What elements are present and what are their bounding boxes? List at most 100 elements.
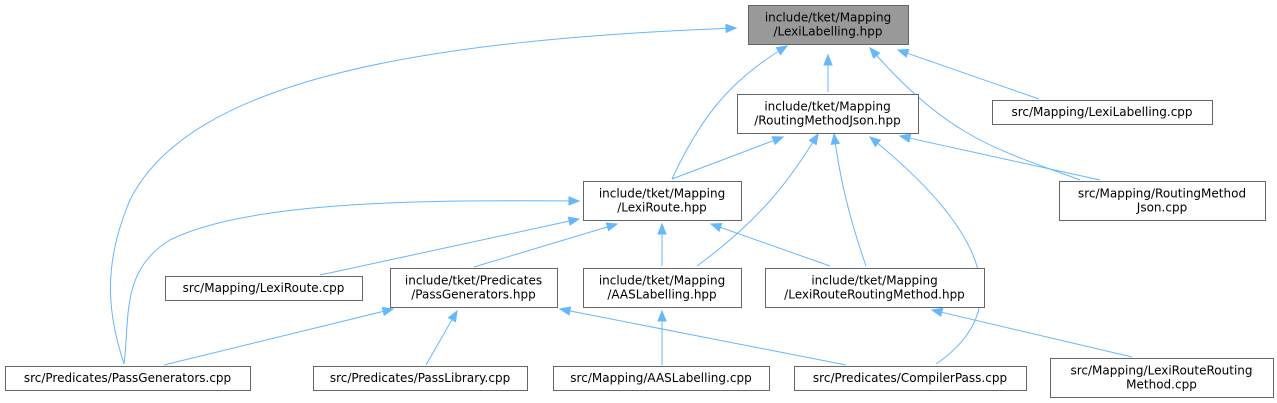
node-box [165,276,363,301]
edge-arrowhead [930,307,944,318]
file-node[interactable]: src/Mapping/RoutingMethodJson.cpp [1059,181,1266,221]
edge-n7-to-n3 [657,222,667,266]
file-node[interactable]: include/tket/Mapping/AASLabelling.hpp [583,268,742,308]
node-label-line: Method.cpp [1126,378,1197,392]
edge-arrowhead [869,46,881,60]
edge-line [473,226,609,268]
node-label-line: /LexiRouteRoutingMethod.hpp [784,288,965,302]
file-node[interactable]: src/Mapping/LexiRoute.cpp [165,276,363,301]
file-node[interactable]: include/tket/Mapping/LexiRouteRoutingMet… [765,268,985,308]
edge-arrowhead [725,23,738,34]
edge-n7-to-n1 [696,132,819,267]
file-node[interactable]: src/Predicates/PassGenerators.cpp [5,366,251,391]
file-node[interactable]: include/tket/Mapping/LexiRoute.hpp [583,181,742,221]
node-box [583,268,742,308]
edge-n6-to-n3 [473,222,619,268]
nodes-layer: include/tket/Mapping/LexiLabelling.hppin… [5,5,1274,398]
edge-line [319,220,571,276]
file-node[interactable]: src/Mapping/AASLabelling.cpp [553,366,770,391]
edge-arrowhead [657,222,667,235]
edge-arrowhead [896,48,910,58]
edge-line [719,226,831,267]
node-box [737,94,919,134]
edge-n2-to-n0 [896,48,1040,100]
node-label-line: src/Predicates/PassLibrary.cpp [330,371,510,385]
edge-line [833,133,867,267]
node-label-line: /LexiRoute.hpp [617,201,707,215]
file-node[interactable]: src/Mapping/LexiLabelling.cpp [992,100,1213,125]
edge-arrowhead [775,45,789,56]
node-box [5,366,251,391]
edge-n1-to-n0 [823,53,833,92]
edge-line [163,310,385,366]
node-label-line: src/Mapping/LexiRouteRouting [1070,364,1252,378]
edge-line [110,27,737,365]
node-box [1050,358,1274,398]
node-label-line: src/Mapping/AASLabelling.cpp [570,371,751,385]
node-box [583,181,742,221]
edge-arrowhead [808,132,819,146]
edges-layer [110,23,1133,366]
edge-line [671,139,775,180]
edge-line [869,136,982,365]
edge-line [940,311,1133,358]
edge-n8-to-n1 [830,132,867,267]
edge-n12-to-n1 [868,136,982,365]
file-node[interactable]: src/Mapping/LexiRouteRoutingMethod.cpp [1050,358,1274,398]
edge-n12-to-n6 [558,306,847,366]
node-label-line: src/Mapping/RoutingMethod [1078,187,1246,201]
edge-arrowhead [567,216,581,226]
node-box [390,268,558,308]
edge-n4-to-n1 [898,133,1101,181]
edge-line [568,310,847,366]
node-label-line: src/Mapping/LexiLabelling.cpp [1011,105,1192,119]
edge-n8-to-n3 [709,223,831,267]
edge-arrowhead [823,53,833,66]
file-node[interactable]: src/Predicates/PassLibrary.cpp [313,366,528,391]
node-box [748,5,909,45]
edge-line [908,137,1101,181]
edge-arrowhead [868,136,882,148]
node-label-line: /PassGenerators.hpp [411,288,535,302]
node-label-line: /RoutingMethodJson.hpp [754,114,900,128]
file-node[interactable]: src/Predicates/CompilerPass.cpp [794,366,1027,391]
node-label-line: src/Predicates/PassGenerators.cpp [24,371,231,385]
node-box [794,366,1027,391]
node-label-line: Json.cpp [1136,201,1187,215]
edge-line [906,52,1040,100]
edge-n11-to-n7 [657,309,667,365]
edge-arrowhead [568,196,581,206]
node-label-line: /AASLabelling.hpp [607,288,716,302]
file-node[interactable]: include/tket/Predicates/PassGenerators.h… [390,268,558,308]
root-node: include/tket/Mapping/LexiLabelling.hpp [748,5,909,45]
node-box [553,366,770,391]
file-node[interactable]: include/tket/Mapping/RoutingMethodJson.h… [737,94,919,134]
edge-n9-to-n0 [110,23,738,365]
edge-n5-to-n3 [319,216,581,276]
edge-arrowhead [558,306,572,316]
node-label-line: include/tket/Mapping [599,274,725,288]
edge-n10-to-n6 [425,309,458,366]
node-box [313,366,528,391]
node-label-line: include/tket/Mapping [811,274,937,288]
node-box [992,100,1213,125]
node-box [1059,181,1266,221]
node-label-line: include/tket/Mapping [764,100,890,114]
node-label-line: include/tket/Mapping [599,187,725,201]
edge-line [123,200,580,365]
edge-arrowhead [898,133,912,143]
edge-line [696,133,819,267]
node-label-line: include/tket/Mapping [765,11,891,25]
edge-arrowhead [447,309,458,323]
edge-arrowhead [830,132,841,146]
edge-arrowhead [657,309,667,322]
edge-line [425,318,453,366]
edge-n3-to-n0 [671,45,789,180]
edge-arrowhead [709,223,723,232]
node-label-line: include/tket/Predicates [405,274,542,288]
node-box [765,268,985,308]
edge-arrowhead [771,136,785,146]
node-label-line: /LexiLabelling.hpp [773,25,882,39]
edge-line [671,45,788,180]
